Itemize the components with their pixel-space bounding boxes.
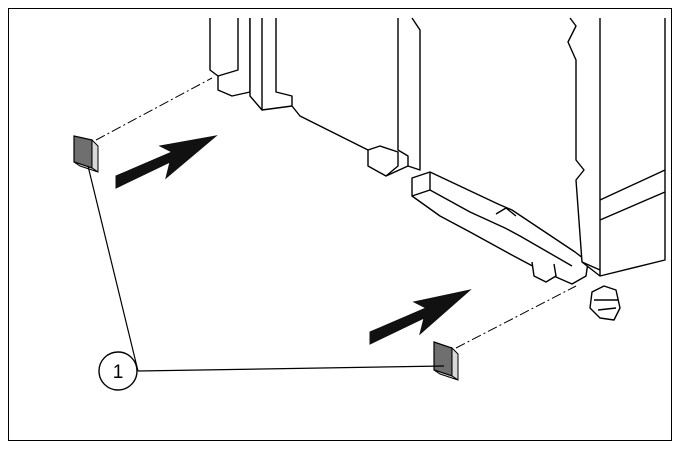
alignment-line-right — [455, 285, 577, 349]
appliance-base-drawing — [209, 17, 666, 321]
arrow-left-icon — [115, 135, 218, 189]
leader-line-right — [137, 365, 445, 372]
callout-leaders — [87, 165, 445, 372]
pad-right-icon — [433, 341, 459, 381]
alignment-line-left — [95, 77, 213, 141]
pad-left-icon — [73, 135, 99, 173]
leader-line-left — [87, 165, 139, 372]
callout-marker: 1 — [98, 351, 138, 391]
callout-circle — [98, 351, 138, 391]
callout-label: 1 — [113, 362, 124, 383]
alignment-lines — [95, 77, 577, 349]
arrow-right-icon — [369, 289, 472, 345]
